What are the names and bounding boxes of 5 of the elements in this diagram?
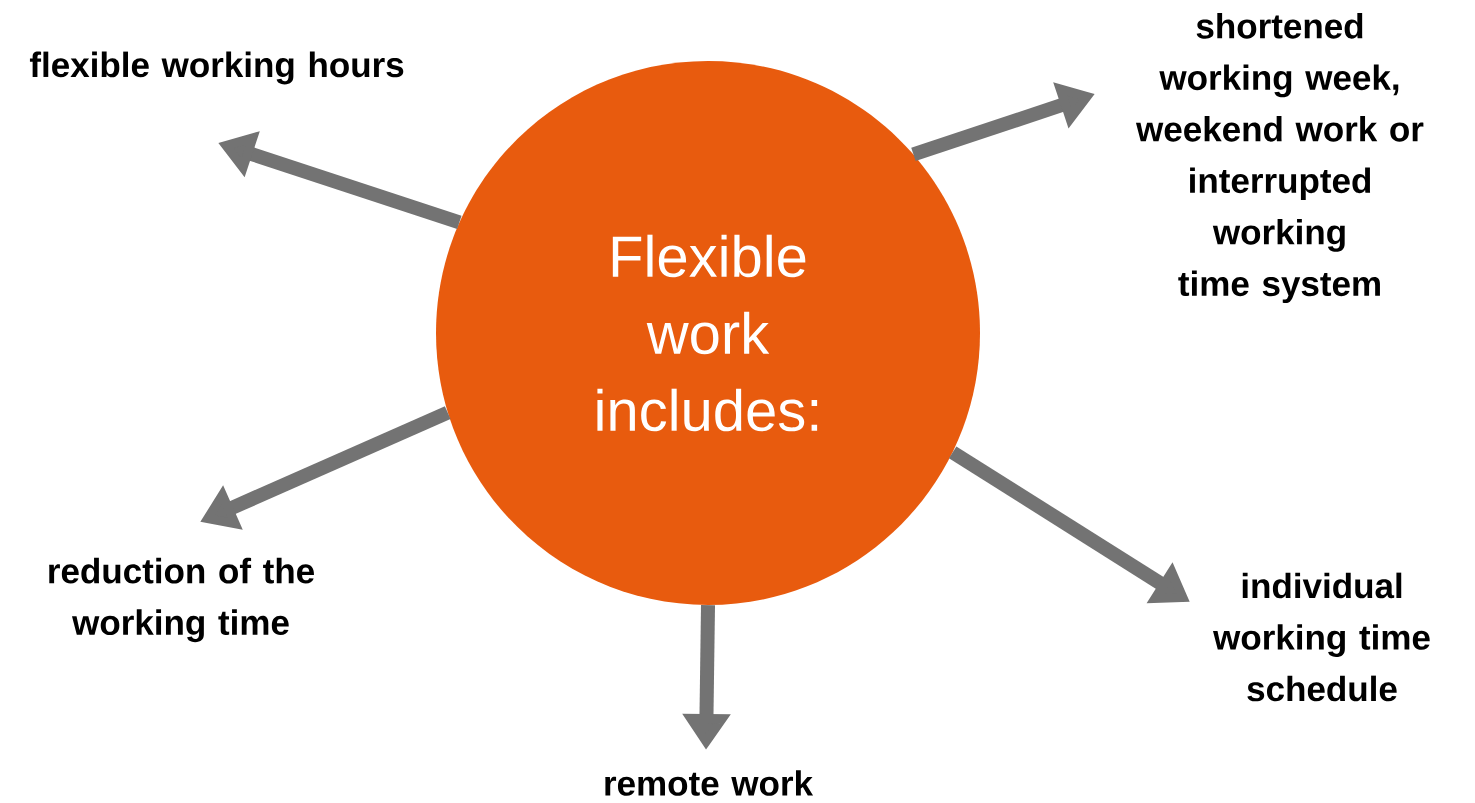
topic-label: shortened working week, weekend work or interrupted working time system (1135, 12, 1424, 304)
topic-label: individual working time schedule (1213, 572, 1430, 702)
topic-label: flexible working hours (29, 51, 404, 85)
topic-label: reduction of the working time (49, 557, 314, 643)
topic-label: remote work (605, 770, 814, 796)
